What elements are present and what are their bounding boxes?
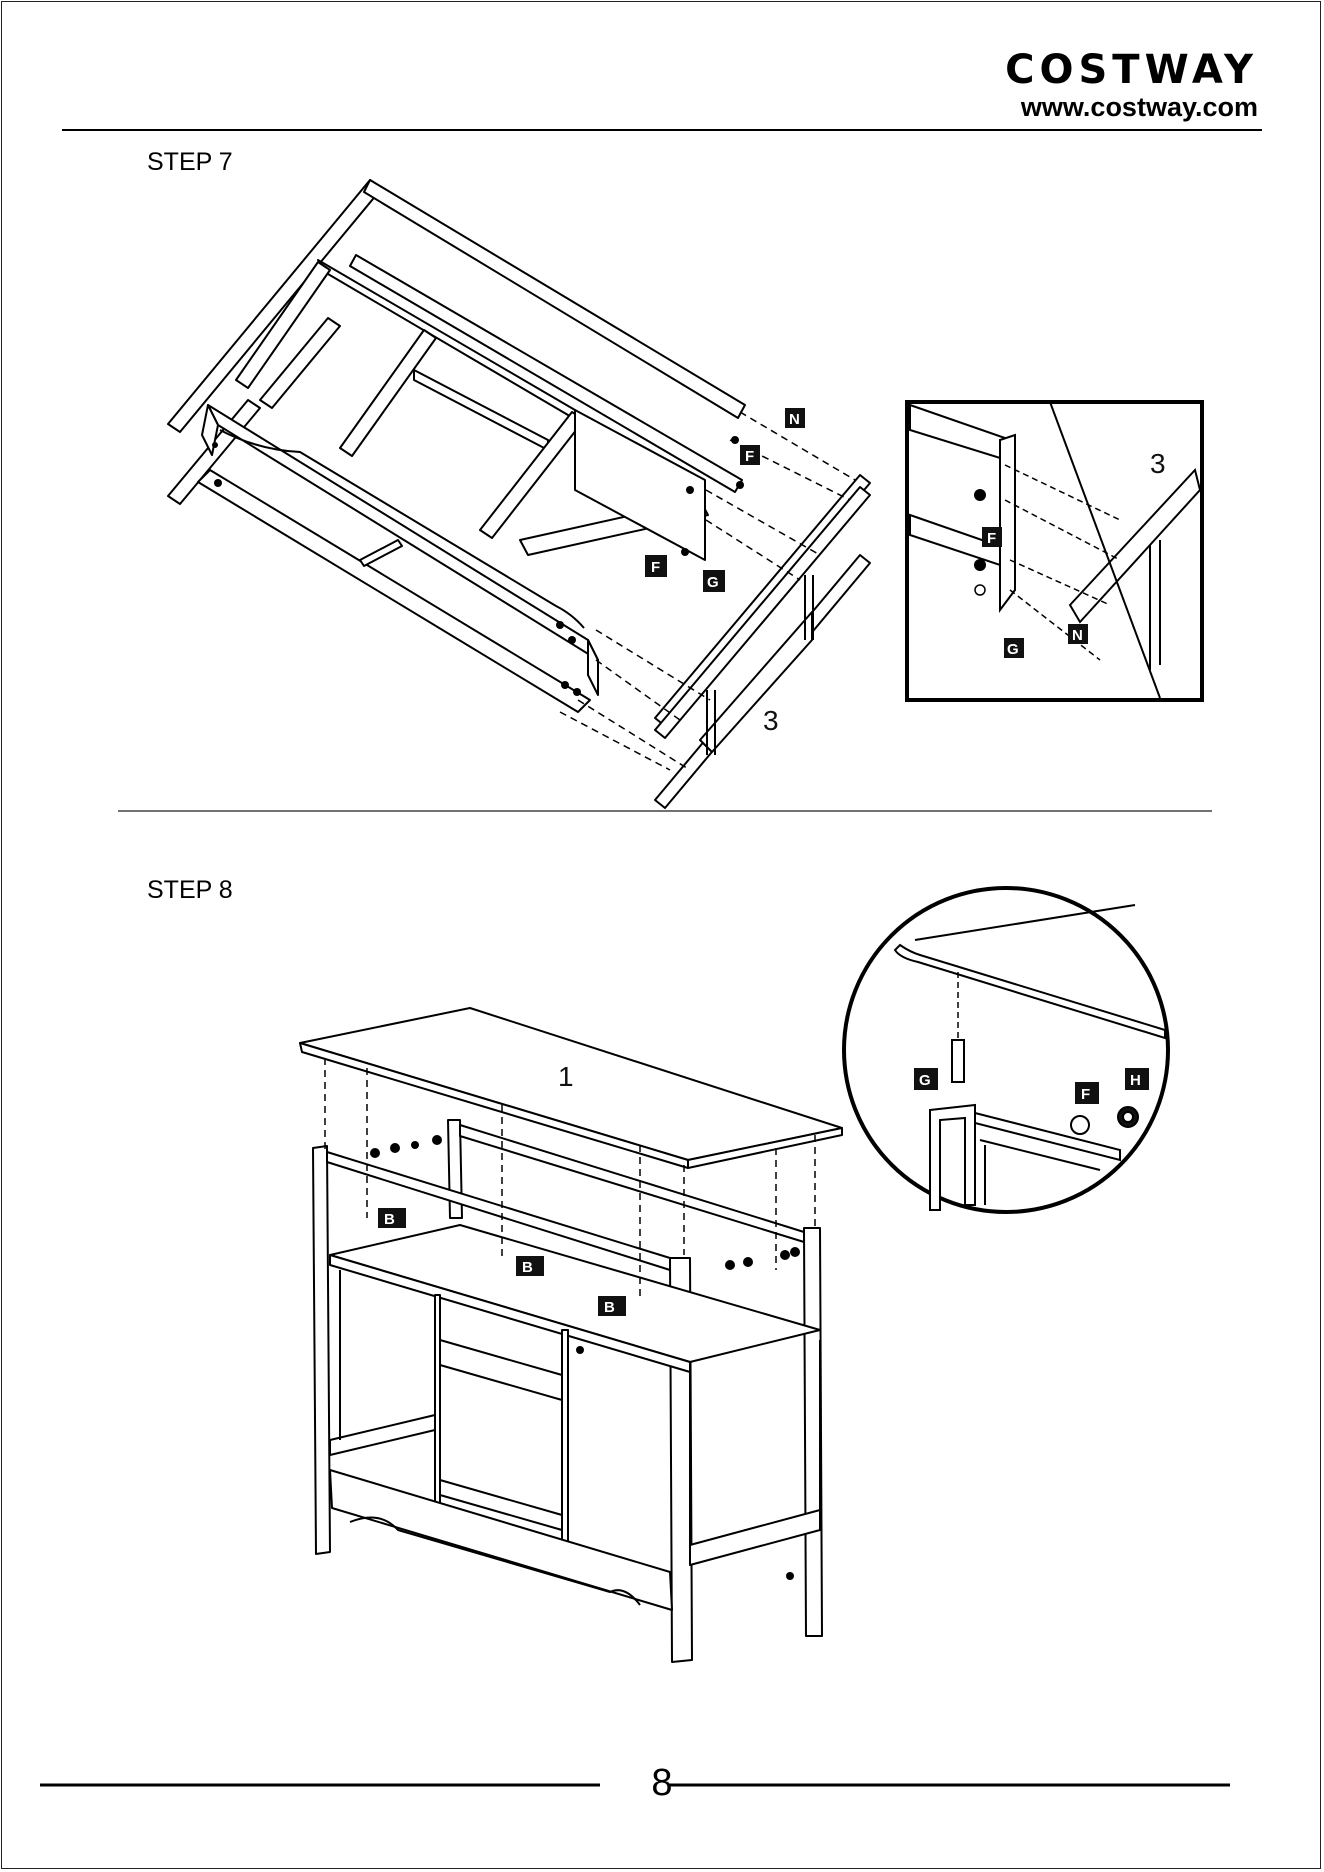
step-7-detail-view (907, 402, 1202, 700)
svg-text:F: F (987, 530, 996, 547)
svg-text:N: N (1072, 627, 1083, 644)
svg-text:F: F (745, 448, 754, 465)
step-8-diagram (300, 1008, 842, 1662)
svg-text:F: F (1081, 1086, 1090, 1103)
svg-text:B: B (384, 1211, 395, 1228)
part-tag-f: F (1075, 1082, 1099, 1104)
part-tag-h: H (1125, 1068, 1149, 1090)
part-tag-f: F (645, 555, 667, 577)
part-tag-b: B (378, 1208, 406, 1228)
part-tag-n: N (1068, 624, 1088, 644)
detail-panel-number-3: 3 (1150, 448, 1166, 479)
svg-text:H: H (1130, 1072, 1141, 1089)
panel-number-3: 3 (763, 705, 779, 736)
svg-text:G: G (707, 574, 719, 591)
svg-text:N: N (789, 411, 800, 428)
part-tag-g: G (914, 1068, 938, 1090)
part-tag-b: B (516, 1256, 544, 1276)
part-tag-n: N (785, 408, 805, 428)
part-tag-g: G (703, 570, 725, 592)
page-number: 8 (0, 1762, 1324, 1805)
svg-text:G: G (919, 1072, 931, 1089)
svg-text:G: G (1007, 641, 1019, 658)
part-tag-b: B (598, 1296, 626, 1316)
part-tag-g: G (1004, 638, 1024, 658)
panel-number-1: 1 (558, 1061, 574, 1092)
svg-text:F: F (651, 559, 660, 576)
svg-text:B: B (604, 1299, 615, 1316)
svg-text:B: B (522, 1259, 533, 1276)
part-tag-f: F (740, 445, 760, 465)
part-tag-f: F (982, 527, 1002, 547)
step-8-detail-view (844, 888, 1168, 1212)
